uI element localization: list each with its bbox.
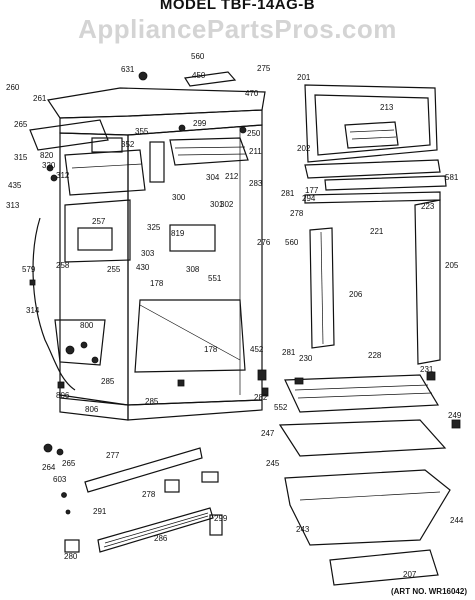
callout-label: 223 (421, 202, 435, 211)
art-number: (ART NO. WR16042) (390, 587, 467, 596)
callout-label: 285 (101, 377, 115, 386)
callout-label: 205 (445, 261, 459, 270)
callout-label: 325 (147, 223, 161, 232)
callout-label: 211 (249, 147, 262, 156)
callout-label: 603 (53, 475, 67, 484)
callout-label: 435 (8, 181, 22, 190)
callout-label: 581 (445, 173, 459, 182)
callout-label: 579 (22, 265, 36, 274)
callout-label: 820 (40, 151, 54, 160)
shelves-and-crisper (257, 369, 461, 586)
callout-label: 228 (368, 351, 382, 360)
callout-label: 291 (93, 507, 107, 516)
callout-label: 275 (257, 64, 271, 73)
callout-label: 300 (172, 193, 186, 202)
callout-labels: 631 560 450 275 260 261 265 201 213 470 … (6, 52, 464, 579)
callout-label: 308 (186, 265, 200, 274)
callout-label: 202 (297, 144, 311, 153)
callout-label: 819 (171, 229, 185, 238)
callout-label: 201 (297, 73, 311, 82)
callout-label: 294 (302, 194, 316, 203)
callout-label: 314 (26, 306, 40, 315)
callout-label: 352 (121, 140, 135, 149)
callout-label: 430 (136, 263, 150, 272)
callout-label: 206 (349, 290, 363, 299)
callout-label: 560 (191, 52, 205, 61)
callout-label: 178 (150, 279, 164, 288)
callout-label: 282 (254, 393, 268, 402)
callout-label: 286 (154, 534, 168, 543)
callout-label: 244 (450, 516, 464, 525)
callout-label: 299 (214, 514, 228, 523)
callout-label: 177 (305, 186, 319, 195)
callout-label: 281 (282, 348, 296, 357)
door-assembly (304, 84, 447, 365)
grille-and-trim-parts (43, 443, 223, 553)
callout-label: 552 (274, 403, 288, 412)
callout-label: 243 (296, 525, 310, 534)
callout-label: 264 (42, 463, 56, 472)
callout-label: 278 (290, 209, 304, 218)
callout-label: 212 (225, 172, 239, 181)
callout-label: 560 (285, 238, 299, 247)
callout-label: 278 (142, 490, 156, 499)
callout-label: 258 (56, 261, 70, 270)
callout-label: 315 (14, 153, 28, 162)
callout-label: 260 (6, 83, 20, 92)
callout-label: 221 (370, 227, 384, 236)
cabinet-assembly (46, 87, 266, 421)
callout-label: 265 (62, 459, 76, 468)
callout-label: 299 (193, 119, 207, 128)
callout-label: 230 (299, 354, 313, 363)
callout-label: 806 (56, 391, 70, 400)
callout-label: 249 (448, 411, 462, 420)
callout-label: 247 (261, 429, 275, 438)
watermark: AppliancePartsPros.com (78, 14, 397, 44)
callout-label: 806 (85, 405, 99, 414)
callout-label: 470 (245, 89, 259, 98)
callout-label: 312 (56, 171, 70, 180)
callout-label: 303 (141, 249, 155, 258)
callout-label: 255 (107, 265, 121, 274)
freezer-components (29, 71, 247, 196)
callout-label: 355 (135, 127, 149, 136)
callout-label: 265 (14, 120, 28, 129)
callout-label: 320 (42, 161, 56, 170)
callout-label: 304 (206, 173, 220, 182)
callout-label: 450 (192, 71, 206, 80)
callout-label: 313 (6, 201, 20, 210)
callout-label: 283 (249, 179, 263, 188)
callout-label: 245 (266, 459, 280, 468)
callout-label: 631 (121, 65, 135, 74)
callout-label: 276 (257, 238, 271, 247)
tubing-and-wiring (29, 217, 106, 391)
callout-label: 207 (403, 570, 417, 579)
callout-label: 257 (92, 217, 106, 226)
callout-label: 800 (80, 321, 94, 330)
callout-label: 302 (220, 200, 234, 209)
callout-label: 213 (380, 103, 394, 112)
callout-label: 250 (247, 129, 261, 138)
callout-label: 301 (210, 200, 224, 209)
callout-label: 277 (106, 451, 120, 460)
page-title: MODEL TBF-14AG-B (159, 0, 316, 13)
callout-label: 178 (204, 345, 218, 354)
callout-label: 261 (33, 94, 47, 103)
callout-label: 280 (64, 552, 78, 561)
callout-label: 281 (281, 189, 295, 198)
callout-label: 551 (208, 274, 222, 283)
callout-label: 285 (145, 397, 159, 406)
callout-label: 452 (250, 345, 264, 354)
callout-label: 231 (420, 365, 434, 374)
